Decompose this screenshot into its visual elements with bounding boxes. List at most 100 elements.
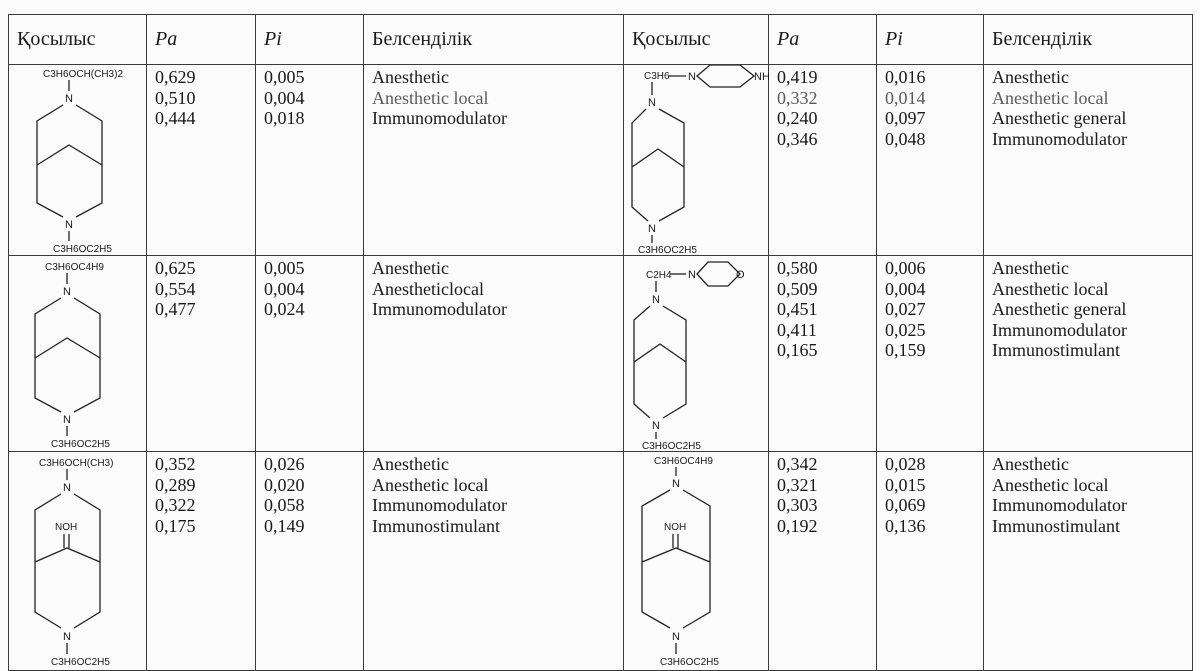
pa-value: 0,192 (777, 515, 818, 536)
header-compound-right: Қосылыс (623, 14, 769, 65)
activity-values: Anesthetic Anestheticlocal Immunomodulat… (363, 255, 624, 452)
bottom-substituent: C3H6OC2H5 (638, 245, 697, 255)
activity-label: Immunostimulant (992, 515, 1120, 536)
top-substituent: C2H4 (646, 270, 672, 281)
bicyclic-oxime-structure-image: C3H6OC4H9 N NOH N C3H6OC2H5 (641, 456, 719, 668)
pi-values: 0,006 0,004 0,027 0,025 0,159 (876, 255, 984, 452)
bicyclic-oxime-structure-image: C3H6OCH(CH3) N NOH N C3H6OC2H5 (34, 458, 113, 668)
nh-group: NH (754, 71, 769, 83)
table-row: C3H6OCH(CH3) N NOH N C3H6OC2H5 0,352 0,2… (8, 451, 1193, 671)
nitrogen-atom: N (652, 294, 660, 306)
activity-values: Anesthetic Anesthetic local Immunomodula… (983, 451, 1193, 671)
pi-value: 0,015 (885, 474, 926, 495)
activity-label: Anesthetic (372, 454, 449, 474)
pa-value: 0,444 (155, 108, 196, 128)
bicyclic-structure-image: C3H6OCH(CH3)2 N N C3H6OC2H5 (36, 69, 123, 255)
activity-label: Anesthetic general (992, 299, 1127, 319)
compound-structure: C3H6OC4H9 N N C3H6OC2H5 (8, 255, 147, 452)
table-row: C3H6OC4H9 N N C3H6OC2H5 0,625 0,554 0,47… (8, 255, 1193, 452)
activity-label: Anesthetic (992, 67, 1069, 87)
activity-label: Anesthetic (372, 258, 449, 278)
activity-label: Immunomodulator (992, 495, 1127, 515)
nitrogen-atom: N (648, 97, 656, 109)
pa-values: 0,629 0,510 0,444 (146, 64, 256, 256)
activity-label: Anesthetic (992, 454, 1069, 474)
activity-label: Anesthetic local (992, 87, 1109, 108)
nitrogen-atom: N (672, 478, 680, 490)
pa-values: 0,419 0,332 0,240 0,346 (768, 64, 877, 256)
pi-value: 0,014 (885, 87, 926, 108)
top-substituent: C3H6OC4H9 (45, 262, 104, 273)
bottom-substituent: C3H6OC2H5 (660, 657, 719, 668)
activity-values: Anesthetic Anesthetic local Anesthetic g… (983, 64, 1193, 256)
pi-values: 0,005 0,004 0,018 (255, 64, 364, 256)
activity-values: Anesthetic Anesthetic local Immunomodula… (363, 64, 624, 256)
pi-value: 0,004 (264, 278, 305, 299)
pa-value: 0,342 (777, 454, 818, 474)
pa-values: 0,342 0,321 0,303 0,192 (768, 451, 877, 671)
nitrogen-atom: N (688, 269, 696, 281)
activity-label: Immunomodulator (992, 128, 1127, 149)
nitrogen-atom: N (65, 93, 73, 105)
oxygen-atom: O (736, 269, 745, 281)
pa-value: 0,451 (777, 299, 818, 319)
activity-label: Anestheticlocal (372, 278, 484, 299)
pa-value: 0,625 (155, 258, 196, 278)
top-substituent: C3H6OC4H9 (654, 456, 713, 467)
activity-label: Immunomodulator (372, 108, 507, 128)
nitrogen-atom: N (672, 631, 680, 643)
activity-label: Anesthetic general (992, 108, 1127, 128)
pass-prediction-table: Қосылыс Pa Pi Белсенділік Қосылыс Pa Pi … (8, 14, 1193, 671)
activity-values: Anesthetic Anesthetic local Anesthetic g… (983, 255, 1193, 452)
pi-value: 0,004 (264, 87, 305, 108)
pi-value: 0,005 (264, 258, 305, 278)
pa-value: 0,165 (777, 340, 818, 360)
oxime-group: NOH (664, 522, 686, 533)
bicyclic-piperazine-structure-image: C3H6 N NH N N C3H6OC2H5 (631, 65, 769, 255)
activity-label: Anesthetic local (992, 474, 1109, 495)
activity-label: Anesthetic local (372, 474, 489, 495)
pa-value: 0,346 (777, 128, 818, 149)
nitrogen-atom: N (63, 631, 71, 643)
header-pi-right: Pi (876, 14, 984, 65)
bottom-substituent: C3H6OC2H5 (642, 441, 701, 451)
nitrogen-atom: N (63, 414, 71, 426)
pa-values: 0,625 0,554 0,477 (146, 255, 256, 452)
pa-value: 0,629 (155, 67, 196, 87)
compound-structure: C3H6OC4H9 N NOH N C3H6OC2H5 (623, 451, 769, 671)
pa-values: 0,352 0,289 0,322 0,175 (146, 451, 256, 671)
pi-value: 0,027 (885, 299, 926, 319)
nitrogen-atom: N (652, 420, 660, 432)
pi-value: 0,149 (264, 515, 305, 536)
activity-label: Immunomodulator (372, 495, 507, 515)
pi-value: 0,025 (885, 319, 926, 340)
nitrogen-atom: N (63, 286, 71, 298)
nitrogen-atom: N (63, 482, 71, 494)
top-substituent: C3H6 (644, 71, 670, 82)
header-pa-right: Pa (768, 14, 877, 65)
activity-values: Anesthetic Anesthetic local Immunomodula… (363, 451, 624, 671)
compound-structure: C2H4 N O N N C3H6OC2H5 (623, 255, 769, 452)
header-activity-left: Белсенділік (363, 14, 624, 65)
pa-value: 0,554 (155, 278, 196, 299)
bottom-substituent: C3H6OC2H5 (53, 244, 112, 255)
activity-label: Immunomodulator (372, 299, 507, 319)
pi-values: 0,028 0,015 0,069 0,136 (876, 451, 984, 671)
bottom-substituent: C3H6OC2H5 (51, 439, 110, 450)
pa-value: 0,352 (155, 454, 196, 474)
bottom-substituent: C3H6OC2H5 (51, 657, 110, 668)
pa-values: 0,580 0,509 0,451 0,411 0,165 (768, 255, 877, 452)
compound-structure: C3H6OCH(CH3)2 N N C3H6OC2H5 (8, 64, 147, 256)
compound-structure: C3H6OCH(CH3) N NOH N C3H6OC2H5 (8, 451, 147, 671)
pa-value: 0,321 (777, 474, 818, 495)
pi-values: 0,026 0,020 0,058 0,149 (255, 451, 364, 671)
pa-value: 0,419 (777, 67, 818, 87)
pi-value: 0,159 (885, 340, 926, 360)
activity-label: Immunostimulant (992, 340, 1120, 360)
top-substituent: C3H6OCH(CH3) (39, 458, 113, 469)
pi-value: 0,004 (885, 278, 926, 299)
top-substituent: C3H6OCH(CH3)2 (43, 69, 123, 80)
pa-value: 0,509 (777, 278, 818, 299)
pa-value: 0,477 (155, 299, 196, 319)
pi-value: 0,006 (885, 258, 926, 278)
